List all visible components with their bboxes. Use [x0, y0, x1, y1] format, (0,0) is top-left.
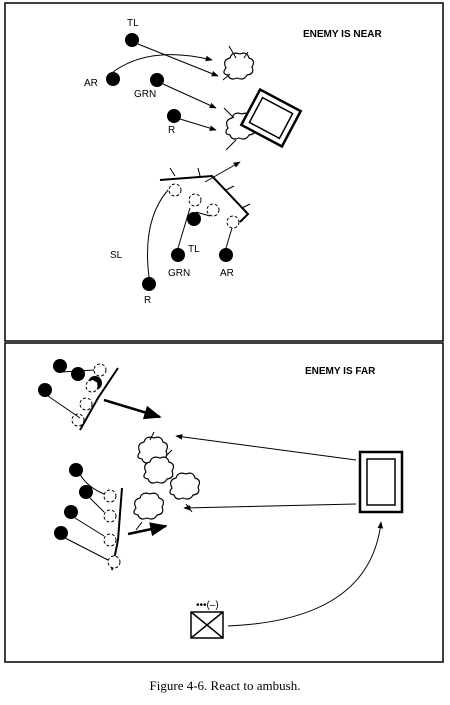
- label-grn-lower: GRN: [168, 268, 190, 279]
- soldier-new-position: [85, 379, 99, 393]
- explosion-icon: [169, 472, 201, 500]
- soldier-new-position: [71, 413, 85, 427]
- soldier-tl-lower: [187, 212, 201, 226]
- soldier-ar-upper: [106, 72, 120, 86]
- move-path-tl: [195, 211, 211, 217]
- bottom-panel-title: ENEMY IS FAR: [305, 366, 376, 377]
- soldier-r-lower: [142, 277, 156, 291]
- label-sl: SL: [110, 250, 123, 261]
- label-tl-lower: TL: [188, 244, 200, 255]
- soldier: [54, 526, 68, 540]
- soldier-new-position: [79, 397, 93, 411]
- move-path-ar: [225, 227, 233, 249]
- soldier-new-position: [93, 363, 107, 377]
- fire-arrow: [127, 522, 168, 537]
- soldier-new-position: [103, 489, 117, 503]
- assault-arrow: [204, 161, 241, 183]
- move-path-grn: [177, 207, 191, 249]
- team-line-upper: [79, 367, 119, 431]
- soldier: [79, 485, 93, 499]
- move-path-r: [147, 189, 169, 278]
- soldier: [71, 367, 85, 381]
- explosion-icon: [222, 45, 255, 81]
- soldier-ar-lower: [219, 248, 233, 262]
- fire-arrow-ar: [112, 54, 213, 73]
- explosion-icon: [133, 492, 165, 520]
- fire-arrow-r: [179, 118, 217, 131]
- soldier-new-position: [226, 215, 240, 229]
- soldier-new-position: [103, 509, 117, 523]
- soldier-new-position: [188, 193, 202, 207]
- top-panel-frame: [4, 2, 444, 342]
- fire-arrow-tl: [137, 43, 219, 77]
- enemy-fire-arrow: [175, 434, 357, 461]
- enemy-vehicle-icon: [239, 87, 303, 149]
- label-grn-upper: GRN: [134, 89, 156, 100]
- assault-team-line: [159, 167, 251, 223]
- explosion-icon: [137, 436, 169, 464]
- enemy-vehicle-icon: [358, 450, 404, 514]
- soldier-r-upper: [167, 109, 181, 123]
- top-panel-title: ENEMY IS NEAR: [303, 29, 382, 40]
- fire-arrow-grn: [162, 83, 217, 109]
- soldier-tl-upper: [125, 33, 139, 47]
- label-ar-lower: AR: [220, 268, 234, 279]
- bottom-panel: ENEMY IS FAR: [38, 359, 404, 639]
- bottom-panel-frame: [4, 342, 444, 663]
- soldier-grn-lower: [171, 248, 185, 262]
- soldier-new-position: [168, 183, 182, 197]
- soldier-new-position: [107, 555, 121, 569]
- soldier: [64, 505, 78, 519]
- soldier-grn-upper: [150, 73, 164, 87]
- enemy-fire-arrow: [183, 503, 357, 511]
- soldier-new-position: [206, 203, 220, 217]
- unit-size-marker: •••(–): [196, 600, 219, 611]
- figure-caption: Figure 4-6. React to ambush.: [149, 678, 301, 693]
- label-r-lower: R: [144, 295, 151, 306]
- soldier-new-position: [103, 533, 117, 547]
- label-ar-upper: AR: [84, 78, 98, 89]
- label-tl-upper: TL: [127, 18, 139, 29]
- maneuver-arrow: [227, 521, 384, 627]
- label-r-upper: R: [168, 125, 175, 136]
- top-panel: ENEMY IS NEAR TL AR GRN R: [84, 18, 382, 306]
- explosion-icon: [143, 456, 175, 484]
- soldier: [53, 359, 67, 373]
- fire-arrow: [103, 398, 162, 420]
- soldier: [38, 383, 52, 397]
